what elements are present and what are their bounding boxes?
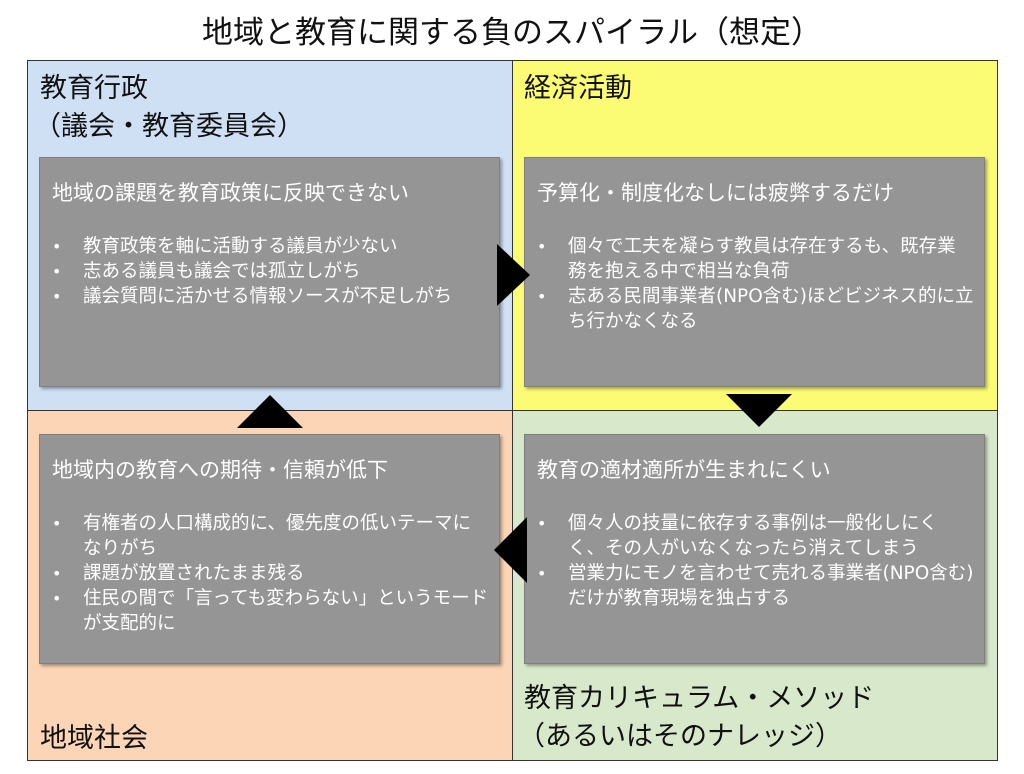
- arrow-up-icon: [237, 395, 303, 428]
- box-education-admin: 地域の課題を教育政策に反映できない 教育政策を軸に活動する議員が少ない 志ある議…: [39, 157, 500, 387]
- diagram-title: 地域と教育に関する負のスパイラル（想定）: [202, 15, 822, 51]
- arrow-down-icon: [726, 394, 792, 427]
- bullet-list: 個々人の技量に依存する事例は一般化しにくく、その人がいなくなったら消えてしまう …: [537, 511, 974, 611]
- bullet-item: 個々人の技量に依存する事例は一般化しにくく、その人がいなくなったら消えてしまう: [537, 511, 974, 561]
- bullet-list: 個々で工夫を凝らす教員は存在するも、既存業務を抱える中で相当な負荷 志ある民間事…: [537, 234, 974, 334]
- bullet-list: 教育政策を軸に活動する議員が少ない 志ある議員も議会では孤立しがち 議会質問に活…: [52, 234, 489, 309]
- label-education-admin: 教育行政 （議会・教育委員会）: [34, 70, 304, 146]
- bullet-item: 課題が放置されたまま残る: [52, 561, 489, 586]
- label-economic-activity-line1: 経済活動: [524, 73, 632, 104]
- bullet-item: 教育政策を軸に活動する議員が少ない: [52, 234, 489, 259]
- box-economic-activity: 予算化・制度化なしには疲弊するだけ 個々で工夫を凝らす教員は存在するも、既存業務…: [524, 157, 985, 387]
- label-curriculum: 教育カリキュラム・メソッド （あるいはそのナレッジ）: [518, 680, 875, 756]
- label-economic-activity: 経済活動: [524, 70, 632, 108]
- label-curriculum-line2: （あるいはそのナレッジ）: [518, 721, 842, 752]
- bullet-item: 議会質問に活かせる情報ソースが不足しがち: [52, 284, 489, 309]
- bullet-item: 志ある議員も議会では孤立しがち: [52, 259, 489, 284]
- bullet-item: 住民の間で「言っても変わらない」というモードが支配的に: [52, 586, 489, 636]
- box-title: 教育の適材適所が生まれにくい: [537, 458, 831, 482]
- label-community: 地域社会: [40, 720, 148, 758]
- label-education-admin-line2: （議会・教育委員会）: [34, 111, 304, 142]
- bullet-item: 営業力にモノを言わせて売れる事業者(NPO含む)だけが教育現場を独占する: [537, 561, 974, 611]
- bullet-item: 個々で工夫を凝らす教員は存在するも、既存業務を抱える中で相当な負荷: [537, 234, 974, 284]
- grid-divider-horizontal: [27, 410, 998, 411]
- box-title: 予算化・制度化なしには疲弊するだけ: [537, 181, 894, 205]
- label-education-admin-line1: 教育行政: [40, 73, 148, 104]
- arrow-right-icon: [497, 244, 530, 306]
- bullet-item: 有権者の人口構成的に、優先度の低いテーマになりがち: [52, 511, 489, 561]
- box-title: 地域内の教育への期待・信頼が低下: [52, 458, 388, 482]
- box-community: 地域内の教育への期待・信頼が低下 有権者の人口構成的に、優先度の低いテーマになり…: [39, 434, 500, 664]
- box-curriculum: 教育の適材適所が生まれにくい 個々人の技量に依存する事例は一般化しにくく、その人…: [524, 434, 985, 664]
- label-curriculum-line1: 教育カリキュラム・メソッド: [524, 683, 875, 714]
- arrow-left-icon: [494, 517, 527, 583]
- label-community-line1: 地域社会: [40, 723, 148, 754]
- box-title: 地域の課題を教育政策に反映できない: [52, 181, 409, 205]
- bullet-list: 有権者の人口構成的に、優先度の低いテーマになりがち 課題が放置されたまま残る 住…: [52, 511, 489, 636]
- bullet-item: 志ある民間事業者(NPO含む)ほどビジネス的に立ち行かなくなる: [537, 284, 974, 334]
